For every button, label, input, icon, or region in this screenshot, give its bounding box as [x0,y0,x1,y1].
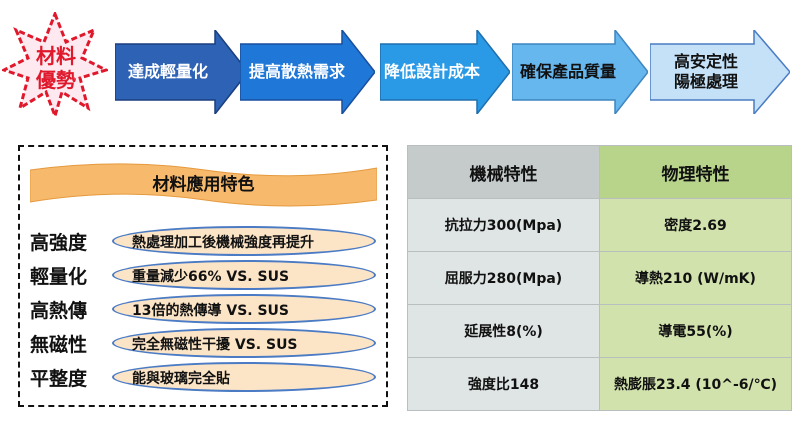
flow-step-label-4: 確保產品質量 [519,62,616,81]
badge-line1: 材料 [36,44,76,68]
table-cell: 延展性8(%) [407,304,600,358]
table-cell: 導電55(%) [599,304,792,358]
table-cell: 導熱210 (W/mK) [599,251,792,305]
badge-label: 材料 優勢 [20,44,92,92]
table-row: 延展性8(%) 導電55(%) [407,304,792,358]
flow-step-label-5: 高安定性 陽極處理 [654,30,758,114]
feature-pill-non-magnetic [112,328,376,358]
feature-desc-flatness: 能與玻璃完全貼 [132,371,230,387]
header-physical: 物理特性 [599,145,792,199]
spec-table: 機械特性 物理特性 抗拉力300(Mpa) 密度2.69 屈服力280(Mpa)… [407,145,792,411]
feature-desc-non-magnetic: 完全無磁性干擾 VS. SUS [132,337,298,353]
flow-arrow-4 [512,30,648,114]
flow-arrow-1 [115,30,248,114]
table-cell: 強度比148 [407,357,600,411]
features-title: 材料應用特色 [152,175,255,195]
flow-step-5-line1: 高安定性 [673,52,738,71]
feature-name-heat-transfer: 高熱傳 [30,300,88,322]
flow-step-5-line2: 陽極處理 [673,72,738,91]
table-row: 強度比148 熱膨脹23.4 (10^-6/℃) [407,357,792,411]
badge-line2: 優勢 [36,68,76,92]
feature-name-strength: 高強度 [30,232,88,254]
table-cell: 密度2.69 [599,198,792,252]
features-title-banner [30,163,377,207]
table-row: 抗拉力300(Mpa) 密度2.69 [407,198,792,252]
table-row: 屈服力280(Mpa) 導熱210 (W/mK) [407,251,792,305]
flow-arrow-3 [380,30,510,114]
table-header-row: 機械特性 物理特性 [407,145,792,199]
feature-desc-lightweight: 重量減少66% VS. SUS [132,269,290,285]
table-cell: 抗拉力300(Mpa) [407,198,600,252]
flow-step-label-3: 降低設計成本 [383,62,480,81]
flow-arrow-2 [240,30,375,114]
feature-desc-strength: 熱處理加工後機械強度再提升 [132,235,314,251]
feature-name-lightweight: 輕量化 [30,266,88,288]
feature-name-flatness: 平整度 [30,368,88,390]
material-advantage-star-badge [2,12,108,118]
feature-pill-flatness [112,362,376,392]
flow-arrow-5 [650,30,790,114]
table-cell: 屈服力280(Mpa) [407,251,600,305]
table-cell: 熱膨脹23.4 (10^-6/℃) [599,357,792,411]
flow-step-label-2: 提高散熱需求 [248,62,345,81]
feature-desc-heat-transfer: 13倍的熱傳導 VS. SUS [132,303,290,319]
features-panel [18,145,388,407]
header-mechanical: 機械特性 [407,145,600,199]
feature-pill-heat-transfer [112,294,376,324]
flow-step-label-1: 達成輕量化 [127,62,208,81]
feature-pill-strength [112,226,376,256]
star-shape [2,12,108,118]
feature-name-non-magnetic: 無磁性 [30,334,88,356]
feature-pill-lightweight [112,260,376,290]
